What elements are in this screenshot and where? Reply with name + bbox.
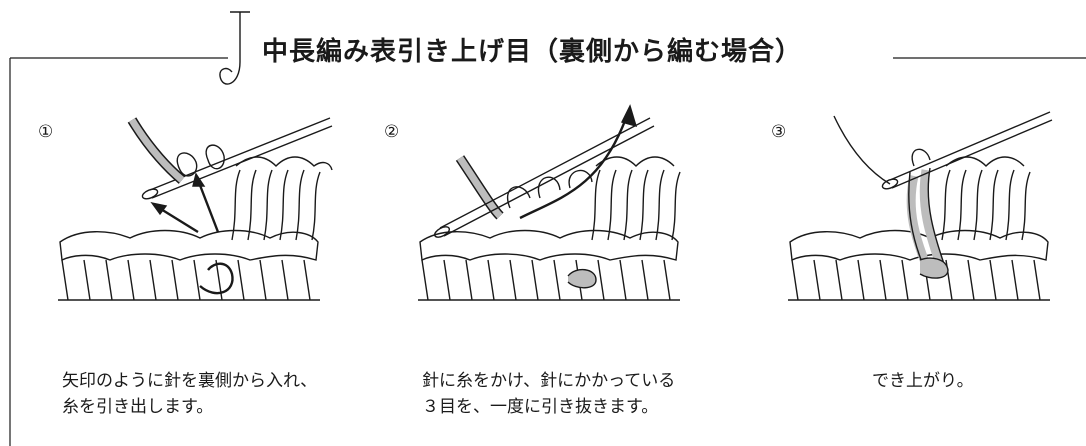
stitch-post — [623, 169, 649, 241]
fabric-base-row — [419, 229, 679, 262]
step-2-number: ② — [384, 122, 400, 142]
fabric-base-row — [59, 229, 319, 262]
step-3-caption: でき上がり。 — [872, 368, 974, 394]
step-3-illustration — [788, 111, 1053, 301]
step-1-illustration — [58, 117, 333, 301]
step-2-caption-line2: ３目を、一度に引き抜きます。 — [422, 397, 659, 417]
step-2-illustration — [418, 104, 681, 301]
stitch-post — [295, 169, 321, 241]
stitch-post — [655, 169, 681, 241]
stitch-post — [1005, 169, 1031, 241]
crochet-hook — [439, 117, 655, 237]
step-3-caption-line1: でき上がり。 — [872, 371, 974, 391]
step-2-caption: 針に糸をかけ、針にかかっている ３目を、一度に引き抜きます。 — [422, 368, 675, 420]
stitch-post — [591, 169, 617, 241]
step-1-caption: 矢印のように針を裏側から入れ、 糸を引き出します。 — [62, 368, 317, 420]
page-title: 中長編み表引き上げ目（裏側から編む場合） — [262, 37, 803, 67]
pull-through-arrow — [519, 117, 628, 220]
step-3-number: ③ — [771, 122, 787, 142]
stitch-post — [231, 169, 257, 241]
stitch-post — [263, 169, 289, 241]
crochet-hook-icon — [219, 11, 250, 85]
raised-stitch — [906, 169, 947, 272]
step-1-number: ① — [38, 122, 54, 142]
step-1-caption-line1: 矢印のように針を裏側から入れ、 — [62, 371, 318, 391]
step-2-caption-line1: 針に糸をかけ、針にかかっている — [422, 371, 676, 391]
step-1-caption-line2: 糸を引き出します。 — [62, 397, 214, 417]
stitch-post — [973, 169, 999, 241]
stitch-post — [941, 169, 967, 241]
fabric-base-row — [789, 229, 1049, 262]
crochet-hook — [889, 111, 1053, 189]
